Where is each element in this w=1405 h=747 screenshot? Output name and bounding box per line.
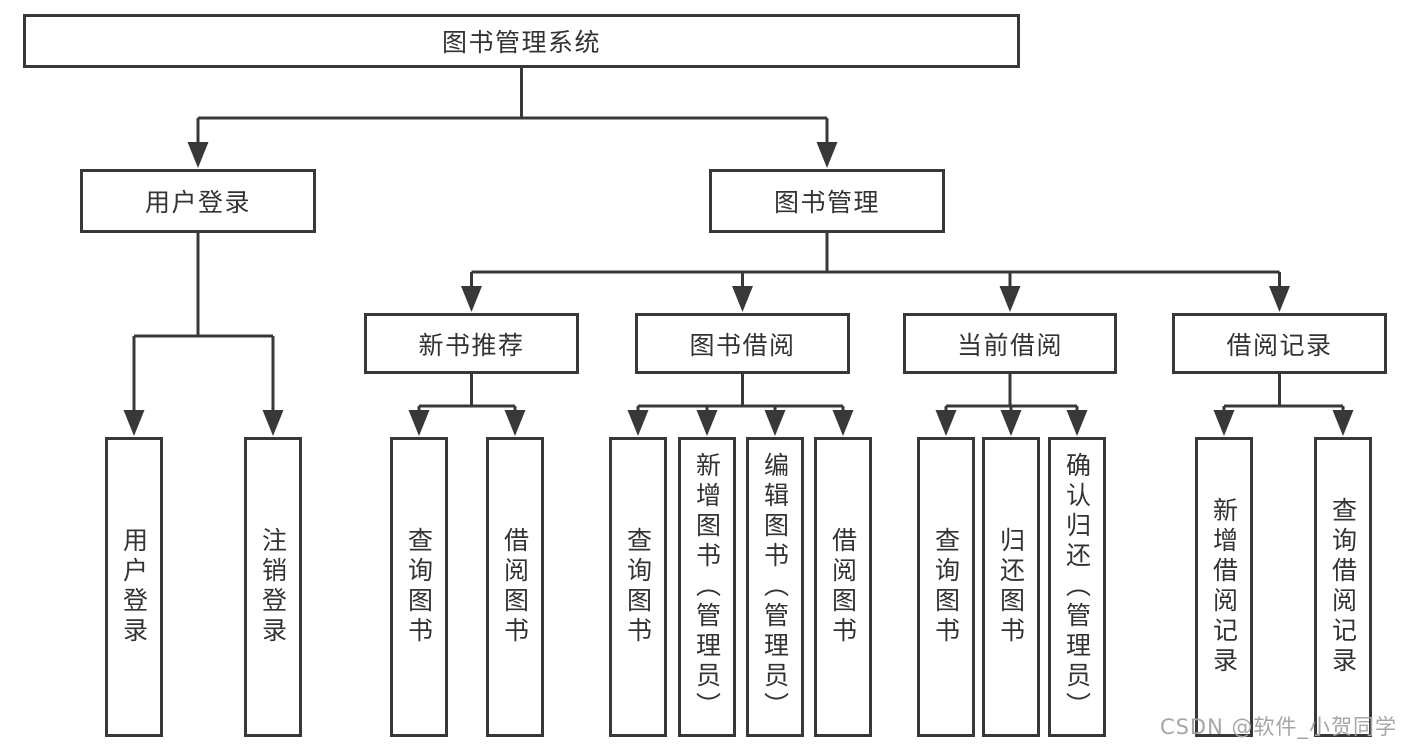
- arrowhead: [187, 142, 209, 168]
- node-new-book-recommend: 新书推荐: [364, 313, 579, 374]
- arrowhead: [1066, 410, 1088, 436]
- connector-borrow-records-children: [1222, 374, 1345, 424]
- arrowhead: [262, 410, 284, 436]
- csdn-watermark: CSDN @软件_小贺同学: [1159, 715, 1397, 739]
- arrowhead: [764, 410, 786, 436]
- node-root-system: 图书管理系统: [23, 14, 1020, 68]
- arrowhead: [1269, 286, 1290, 312]
- arrowhead: [504, 410, 526, 436]
- leaf-query-books-recommend: 查询图书: [390, 437, 448, 737]
- leaf-add-book-admin: 新增图书（管理员）: [678, 437, 736, 737]
- arrowhead: [999, 286, 1021, 312]
- arrowhead: [832, 410, 854, 436]
- leaf-borrow-books-recommend: 借阅图书: [486, 437, 544, 737]
- leaf-return-book: 归还图书: [982, 437, 1040, 737]
- connector-book-mgmt-to-level3: [470, 233, 1281, 294]
- arrowhead: [816, 142, 838, 168]
- leaf-query-books-borrowing: 查询图书: [609, 437, 667, 737]
- arrowhead: [123, 410, 145, 436]
- arrowhead: [696, 410, 718, 436]
- connector-current-borrow-children: [944, 374, 1079, 424]
- leaf-logout: 注销登录: [244, 437, 302, 737]
- node-book-management: 图书管理: [709, 169, 945, 233]
- node-user-login: 用户登录: [80, 169, 316, 233]
- leaf-query-borrow-record: 查询借阅记录: [1314, 437, 1372, 737]
- leaf-borrow-books-borrowing: 借阅图书: [814, 437, 872, 737]
- arrowhead: [461, 286, 482, 312]
- leaf-user-login: 用户登录: [105, 437, 163, 737]
- arrowhead: [935, 410, 957, 436]
- connector-root-to-level2: [196, 68, 829, 150]
- connector-new-book-children: [417, 374, 517, 424]
- node-book-borrowing: 图书借阅: [635, 313, 850, 374]
- node-borrow-records: 借阅记录: [1172, 313, 1387, 374]
- connector-user-login-children: [132, 233, 275, 424]
- arrowhead: [732, 286, 753, 312]
- arrowhead: [1000, 410, 1022, 436]
- leaf-confirm-return-admin: 确认归还（管理员）: [1048, 437, 1106, 737]
- arrowhead: [1213, 410, 1235, 436]
- arrowhead: [1332, 410, 1354, 436]
- arrowhead: [627, 410, 649, 436]
- leaf-query-books-current: 查询图书: [917, 437, 975, 737]
- leaf-edit-book-admin: 编辑图书（管理员）: [746, 437, 804, 737]
- arrowhead: [408, 410, 430, 436]
- connector-book-borrow-children: [636, 374, 845, 424]
- leaf-add-borrow-record: 新增借阅记录: [1195, 437, 1253, 737]
- node-current-borrowing: 当前借阅: [903, 313, 1117, 374]
